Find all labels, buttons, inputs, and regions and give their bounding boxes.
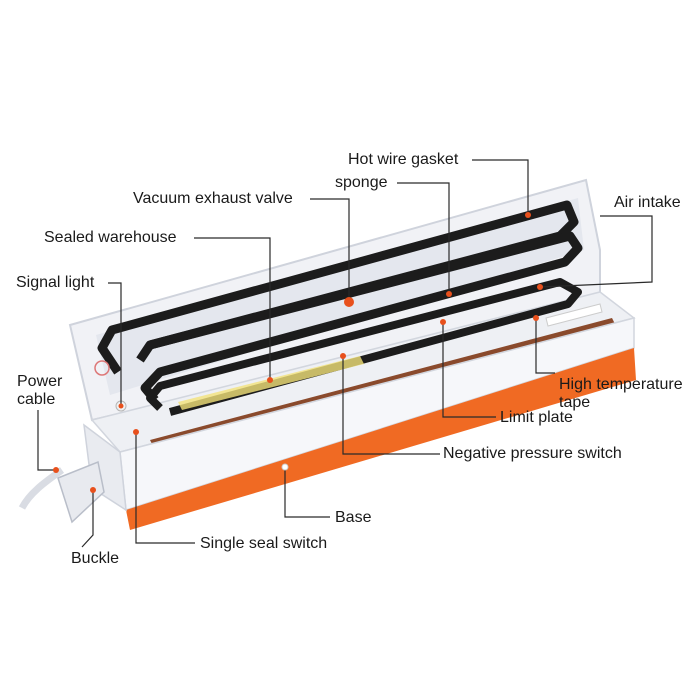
leader-sponge bbox=[397, 182, 450, 294]
leader-negative-pressure-switch bbox=[342, 356, 440, 455]
leader-hot-wire-gasket bbox=[472, 159, 529, 215]
leader-air-intake bbox=[539, 215, 653, 288]
marker-base bbox=[281, 463, 289, 471]
limit-plate-strip bbox=[545, 303, 603, 327]
label-air-intake: Air intake bbox=[614, 194, 681, 211]
leader-signal-light bbox=[108, 282, 122, 406]
orange-base bbox=[126, 348, 636, 530]
label-high-temperature-tape: High temperature tape bbox=[559, 376, 683, 411]
leader-vacuum-exhaust-valve bbox=[310, 198, 350, 302]
label-signal-light: Signal light bbox=[16, 274, 95, 291]
marker-vacuum-exhaust-valve bbox=[344, 297, 354, 307]
label-base: Base bbox=[335, 509, 372, 526]
buckle-shape bbox=[57, 460, 105, 524]
label-sponge: sponge bbox=[335, 174, 388, 191]
marker-single-seal-switch bbox=[133, 429, 139, 435]
label-negative-pressure-switch: Negative pressure switch bbox=[443, 445, 622, 462]
leader-base bbox=[284, 467, 330, 518]
leader-power-cable bbox=[37, 410, 56, 471]
base-gasket bbox=[146, 278, 582, 416]
label-vacuum-exhaust-valve: Vacuum exhaust valve bbox=[133, 190, 293, 207]
marker-power-cable bbox=[53, 467, 59, 473]
leader-high-temperature-tape bbox=[535, 318, 555, 374]
marker-sealed-warehouse bbox=[267, 377, 273, 383]
leader-single-seal-switch bbox=[135, 432, 195, 544]
label-power-cable: Power cable bbox=[17, 373, 63, 408]
label-hot-wire-gasket: Hot wire gasket bbox=[348, 151, 459, 168]
label-limit-plate: Limit plate bbox=[500, 409, 573, 426]
sealed-warehouse-strip bbox=[178, 356, 364, 410]
marker-signal-light bbox=[118, 403, 124, 409]
leader-lines bbox=[37, 159, 653, 548]
marker-buckle bbox=[90, 487, 96, 493]
marker-hot-wire-gasket bbox=[525, 212, 531, 218]
label-buckle: Buckle bbox=[71, 550, 120, 567]
marker-high-temperature-tape bbox=[533, 315, 539, 321]
marker-sponge bbox=[446, 291, 452, 297]
marker-negative-pressure-switch bbox=[340, 353, 346, 359]
power-cable-shape bbox=[18, 467, 65, 510]
label-sealed-warehouse: Sealed warehouse bbox=[44, 229, 177, 246]
markers bbox=[53, 212, 543, 493]
label-single-seal-switch: Single seal switch bbox=[200, 535, 328, 552]
lid-dial-shape bbox=[94, 360, 110, 376]
leader-limit-plate bbox=[442, 322, 496, 418]
leader-buckle bbox=[81, 490, 94, 548]
marker-air-intake bbox=[537, 284, 543, 290]
marker-limit-plate bbox=[440, 319, 446, 325]
lid-gasket-inner bbox=[140, 231, 583, 403]
leader-sealed-warehouse bbox=[194, 237, 271, 380]
